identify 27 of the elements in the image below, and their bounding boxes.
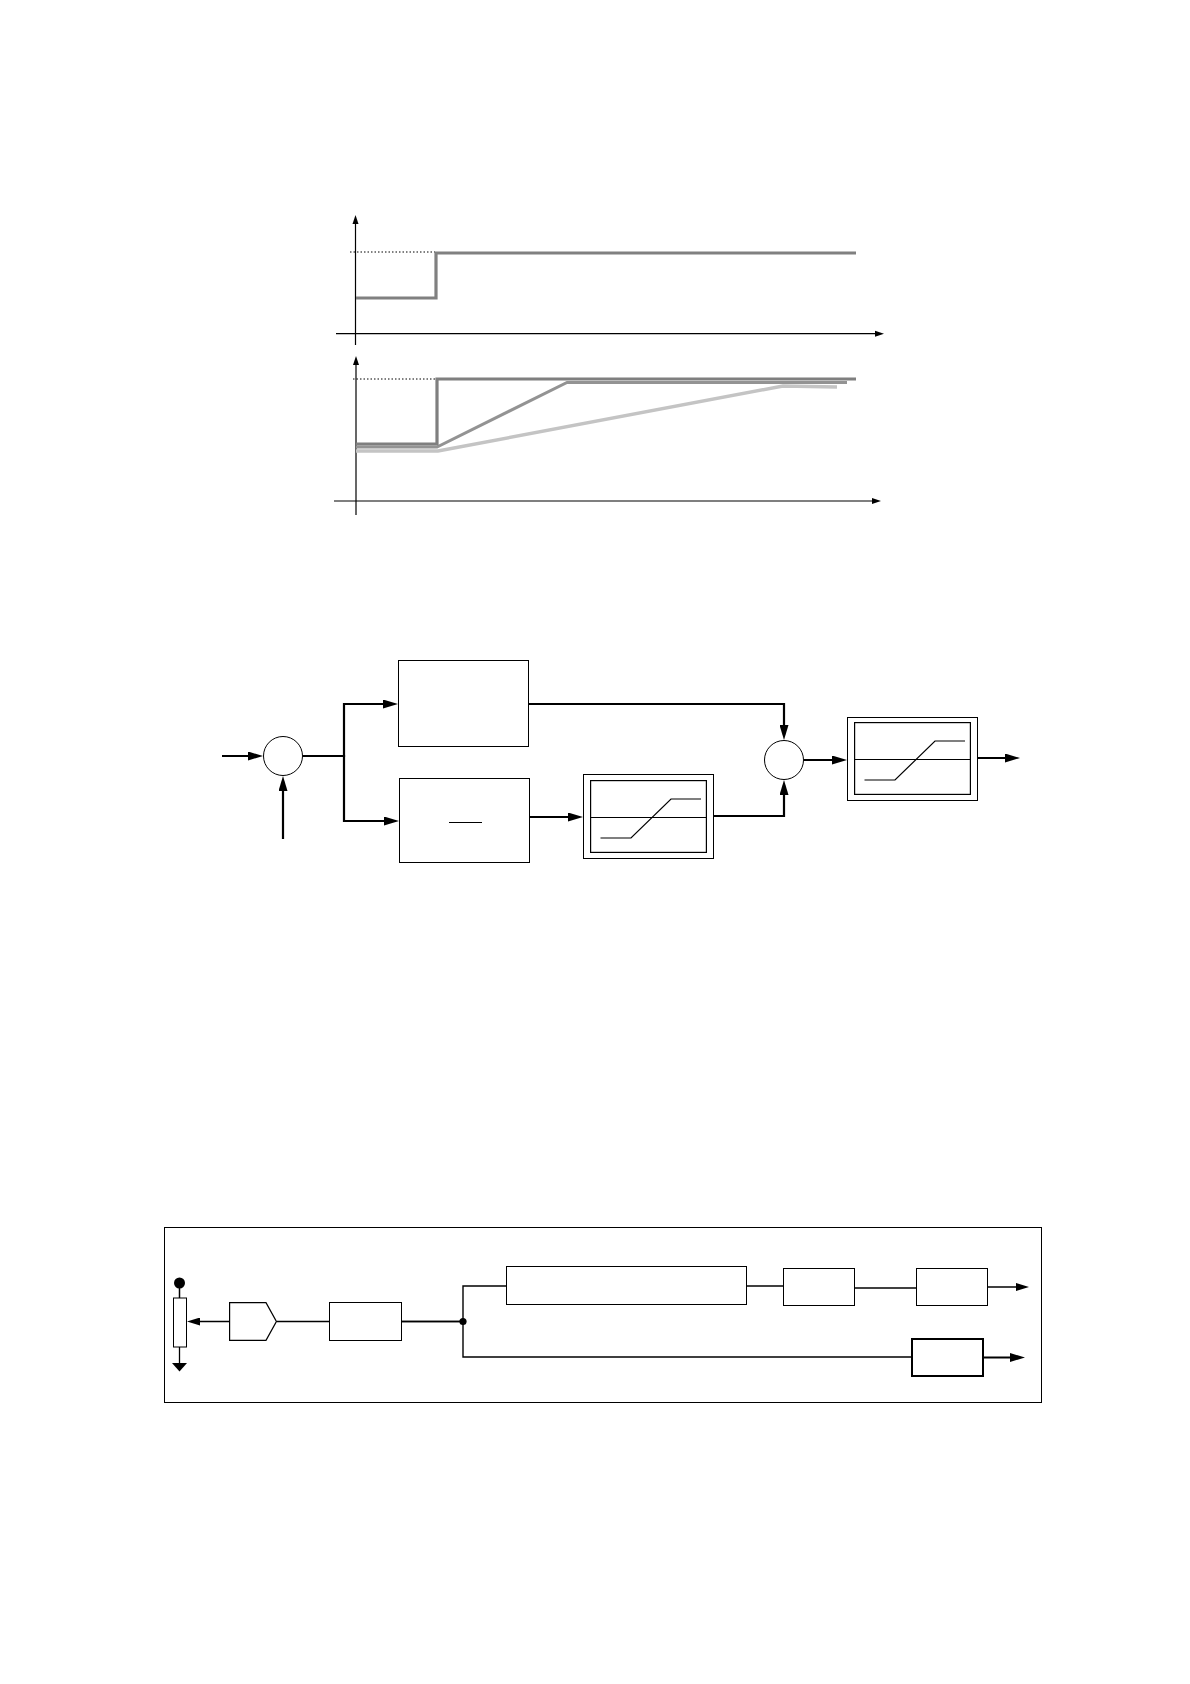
pentagon-block: [229, 1302, 277, 1341]
arrow: [987, 1283, 1029, 1291]
block-box: [399, 778, 530, 863]
arrow: [529, 702, 789, 740]
arrow: [303, 754, 399, 826]
arrow: [222, 751, 263, 761]
block-box: [916, 1268, 988, 1306]
arrow: [984, 1353, 1025, 1362]
connector-line: [854, 1287, 917, 1289]
arrow: [530, 812, 583, 822]
connector-line: [276, 1320, 330, 1323]
block-box: [329, 1302, 402, 1341]
connector-line: [746, 1285, 784, 1287]
potentiometer-symbol: [172, 1277, 187, 1372]
diagram-frame: [164, 1227, 1042, 1403]
saturation-block: [847, 717, 978, 801]
arrow: [187, 1317, 230, 1326]
arrow: [978, 753, 1020, 763]
block-box: [783, 1268, 855, 1306]
arrow: [278, 776, 288, 839]
block-box: [506, 1266, 747, 1305]
saturation-block: [583, 774, 714, 859]
connector-line: [401, 1320, 912, 1358]
arrow: [804, 755, 847, 765]
arrow: [714, 780, 789, 818]
block-box: [398, 660, 529, 747]
block-box: [911, 1338, 984, 1377]
